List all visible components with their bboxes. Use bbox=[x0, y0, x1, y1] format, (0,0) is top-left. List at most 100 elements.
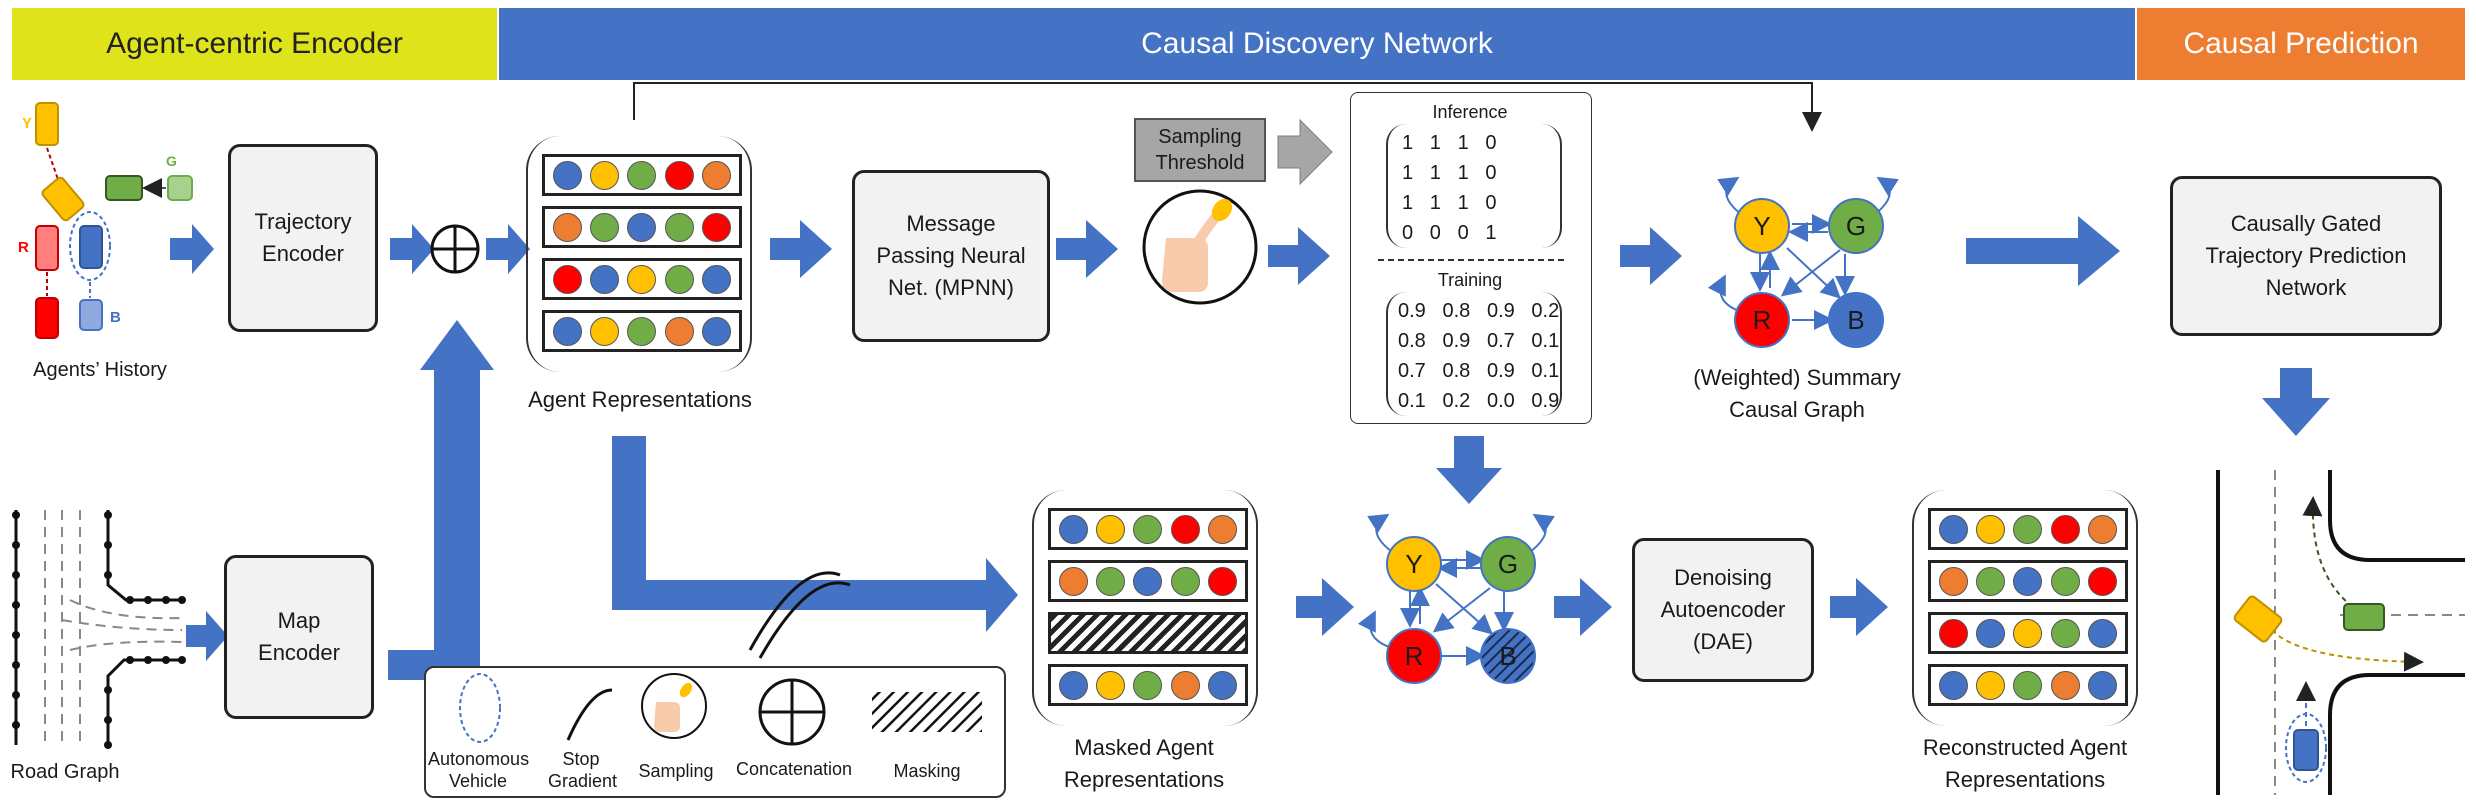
rep-dot bbox=[2013, 670, 2043, 700]
matrices-brace bbox=[1350, 92, 1592, 424]
trajectory-encoder-box: Trajectory Encoder bbox=[228, 144, 378, 332]
masked-node-b-label: B bbox=[1499, 641, 1517, 671]
rep-dot bbox=[1096, 566, 1126, 596]
inference-label: Inference bbox=[1432, 102, 1508, 122]
stop-gradient bbox=[748, 571, 851, 659]
block-arrows bbox=[170, 216, 2330, 680]
rep-dot bbox=[1170, 514, 1200, 544]
inference-matrix: 1 1 1 0 1 1 1 0 1 1 1 0 0 0 0 1 bbox=[1402, 132, 1497, 244]
rep-dot bbox=[2087, 514, 2117, 544]
rep-dot bbox=[2013, 618, 2043, 648]
rep-dot bbox=[2050, 618, 2080, 648]
masked-causal-graph bbox=[1357, 513, 1555, 684]
rep-dot bbox=[1133, 514, 1163, 544]
rep-dot bbox=[664, 160, 694, 190]
rep-dot bbox=[590, 264, 620, 294]
masked-reps-bracket bbox=[1032, 490, 1258, 726]
reconstructed-reps-bracket bbox=[1912, 490, 2138, 726]
legend-box bbox=[424, 666, 1006, 798]
concat-symbol bbox=[430, 224, 480, 274]
trajectory-encoder-label: Trajectory Encoder bbox=[254, 209, 352, 266]
masked-node-r-label: R bbox=[1404, 641, 1424, 671]
svg-text:G: G bbox=[166, 153, 177, 169]
rep-dot bbox=[553, 316, 583, 346]
rep-dot bbox=[1096, 514, 1126, 544]
sampling-threshold-box: Sampling Threshold bbox=[1134, 118, 1266, 182]
rep-dot bbox=[1976, 514, 2006, 544]
rep-dot bbox=[701, 316, 731, 346]
summary-causal-graph bbox=[1707, 176, 1899, 348]
rep-dot bbox=[1059, 670, 1089, 700]
rep-dot bbox=[2087, 566, 2117, 596]
rep-dot bbox=[1170, 670, 1200, 700]
rep-dot bbox=[590, 160, 620, 190]
rep-dot bbox=[1976, 670, 2006, 700]
rep-dot bbox=[701, 264, 731, 294]
map-encoder-box: Map Encoder bbox=[224, 555, 374, 719]
sampling-threshold-label: Sampling Threshold bbox=[1155, 126, 1245, 174]
rep-dot bbox=[1207, 670, 1237, 700]
rep-dot bbox=[1207, 566, 1237, 596]
rep-dot bbox=[2087, 670, 2117, 700]
rep-dot bbox=[1133, 670, 1163, 700]
summary-graph-label: (Weighted) Summary Causal Graph bbox=[1693, 365, 1901, 422]
rep-dot bbox=[553, 212, 583, 242]
rep-dot bbox=[1976, 566, 2006, 596]
rep-dot bbox=[590, 212, 620, 242]
rep-row bbox=[542, 154, 742, 196]
rep-row bbox=[1048, 508, 1248, 550]
rep-row bbox=[1928, 612, 2128, 654]
rep-row bbox=[1048, 612, 1248, 654]
rep-dot bbox=[664, 316, 694, 346]
rep-dot bbox=[1059, 566, 1089, 596]
causal-predictor-box: Causally Gated Trajectory Prediction Net… bbox=[2170, 176, 2442, 336]
road-graph-illustration bbox=[14, 510, 183, 745]
rep-dot bbox=[701, 212, 731, 242]
dae-label: Denoising Autoencoder (DAE) bbox=[1660, 565, 1786, 654]
rep-dot bbox=[2050, 566, 2080, 596]
svg-text:B: B bbox=[110, 309, 121, 326]
rep-row bbox=[1048, 560, 1248, 602]
mpnn-label: Message Passing Neural Net. (MPNN) bbox=[876, 211, 1026, 300]
rep-dot bbox=[627, 160, 657, 190]
rep-row bbox=[542, 310, 742, 352]
rep-dot bbox=[1096, 670, 1126, 700]
rep-dot bbox=[1976, 618, 2006, 648]
map-encoder-label: Map Encoder bbox=[258, 608, 340, 665]
prediction-banner: Causal Prediction bbox=[2137, 8, 2465, 80]
road-graph-nodes bbox=[12, 511, 186, 749]
rep-dot bbox=[2013, 514, 2043, 544]
sampling-hand-icon bbox=[1142, 189, 1258, 305]
rep-dot bbox=[590, 316, 620, 346]
masked-node-y-label: Y bbox=[1405, 549, 1423, 579]
rep-dot bbox=[627, 316, 657, 346]
legend-stop-gradient-label: Stop Gradient bbox=[548, 749, 618, 791]
discovery-banner: Causal Discovery Network bbox=[499, 8, 2135, 80]
training-matrix-bracket bbox=[1386, 292, 1562, 416]
rep-dot bbox=[2050, 670, 2080, 700]
node-y-label: Y bbox=[1753, 211, 1771, 241]
training-matrix: 0.9 0.8 0.9 0.2 0.8 0.9 0.7 0.1 0.7 0.8 … bbox=[1398, 300, 1560, 412]
rep-dot bbox=[664, 264, 694, 294]
rep-dot bbox=[1939, 618, 1969, 648]
rep-row bbox=[1928, 560, 2128, 602]
matrix-divider bbox=[1378, 259, 1564, 261]
legend-av-label: Autonomous Vehicle bbox=[428, 749, 530, 791]
agent-reps-bracket bbox=[526, 136, 752, 372]
rep-row bbox=[542, 206, 742, 248]
node-b-label: B bbox=[1847, 305, 1865, 335]
legend-masking-label: Masking bbox=[893, 761, 961, 781]
rep-dot bbox=[1133, 566, 1163, 596]
rep-dot bbox=[553, 160, 583, 190]
encoder-banner: Agent-centric Encoder bbox=[12, 8, 497, 80]
node-r-label: R bbox=[1752, 305, 1772, 335]
masked-node-g-label: G bbox=[1497, 549, 1519, 579]
legend-concatenation-label: Concatenation bbox=[735, 759, 853, 779]
masked-reps-label: Masked Agent Representations bbox=[1063, 735, 1225, 792]
road-graph-label: Road Graph bbox=[10, 761, 120, 783]
rep-dot bbox=[2087, 618, 2117, 648]
rep-dot bbox=[1170, 566, 1200, 596]
rep-dot bbox=[1939, 514, 1969, 544]
agent-reps-label: Agent Representations bbox=[528, 387, 752, 412]
